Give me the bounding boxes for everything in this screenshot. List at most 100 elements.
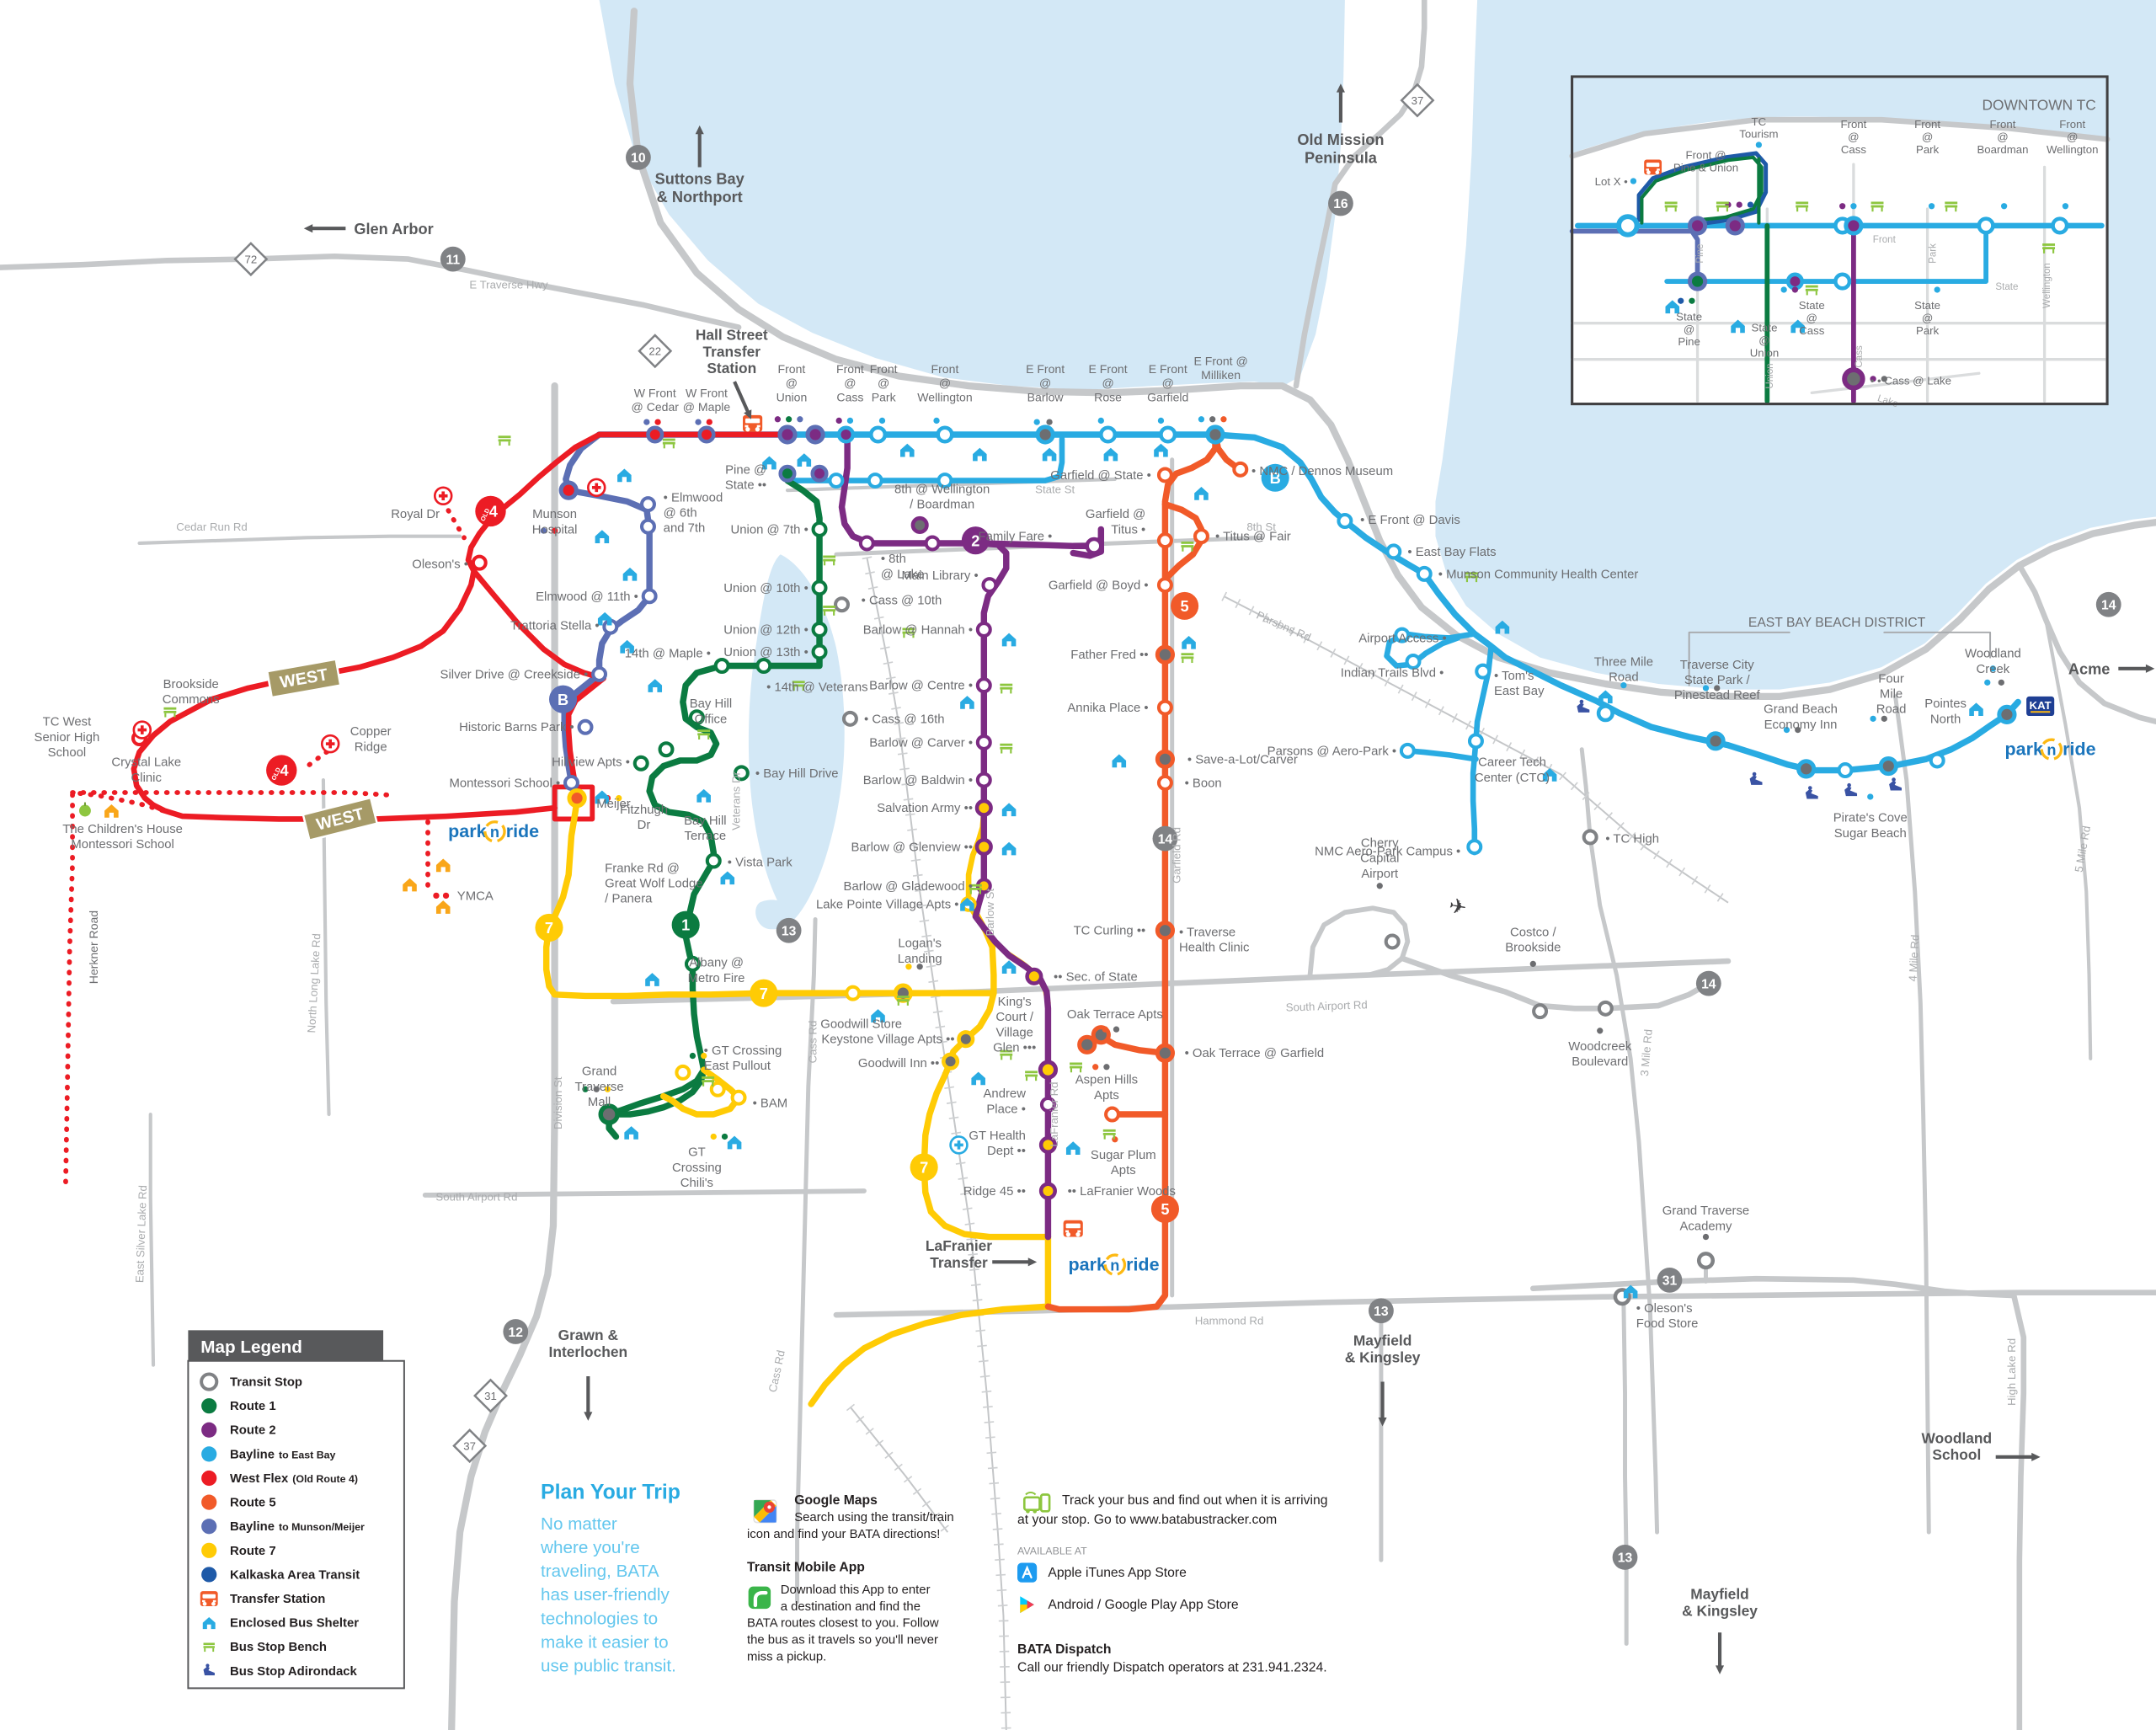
- transit-stop: [1077, 1034, 1097, 1055]
- map-label: Salvation Army ••: [877, 802, 973, 815]
- stop-dot: [1033, 419, 1040, 425]
- stop-dot: [846, 417, 854, 424]
- road: [626, 8, 2156, 701]
- stop-dot: [442, 892, 450, 900]
- transit-stop: [1837, 762, 1854, 779]
- bench-icon: [1025, 1071, 1038, 1081]
- transit-stop: [1705, 731, 1726, 751]
- route-line-yellow: [542, 798, 997, 1000]
- svg-text:park: park: [1068, 1254, 1106, 1274]
- water-body: [1572, 77, 2108, 153]
- transit-stop: [957, 1030, 975, 1049]
- svg-text:✈: ✈: [1447, 894, 1468, 920]
- route-line-navy: [1636, 151, 1769, 227]
- transit-stop: [1394, 627, 1411, 643]
- transit-stop: [1725, 216, 1745, 236]
- map-label: State@Cass: [1799, 299, 1825, 337]
- map-label: E Traverse Hwy: [469, 278, 548, 291]
- house-icon: [960, 897, 974, 911]
- transit-stop: [1833, 272, 1852, 291]
- transit-stop: [777, 424, 798, 445]
- transit-stop: [937, 473, 953, 489]
- google-maps-line2: icon and find your BATA directions!: [747, 1528, 940, 1541]
- svg-text:7: 7: [545, 920, 553, 937]
- stop-dot: [797, 416, 803, 423]
- transit-stop: [811, 521, 828, 537]
- bcross-icon: [949, 1135, 969, 1155]
- legend-item-bench: Bus Stop Bench: [203, 1641, 327, 1654]
- dispatch-title: BATA Dispatch: [1017, 1642, 1111, 1657]
- arrow-head: [584, 1412, 593, 1421]
- stop-dot: [540, 527, 547, 534]
- svg-text:n: n: [1110, 1257, 1119, 1273]
- house-icon: [202, 1616, 216, 1630]
- svg-text:n: n: [2047, 741, 2056, 758]
- stop-dot: [1689, 297, 1695, 304]
- map-label: DOWNTOWN TC: [1982, 97, 2095, 114]
- badge-7: 7: [535, 913, 563, 942]
- pstore-icon: [1020, 1596, 1034, 1614]
- stop-dot: [1630, 178, 1637, 184]
- svg-text:31: 31: [484, 1390, 497, 1402]
- cross-icon: [433, 486, 453, 505]
- map-label: Garfield @ Boyd •: [1049, 579, 1149, 593]
- arrow-head: [1336, 83, 1345, 93]
- house-icon: [1182, 635, 1196, 649]
- transit-stop: [841, 710, 858, 727]
- transit-stop: [1039, 1096, 1056, 1113]
- route-line-orange: [1044, 431, 1219, 1313]
- house-icon: [1623, 1284, 1638, 1299]
- map-label: Cass Rd: [766, 1349, 787, 1394]
- transit-stop: [1687, 271, 1708, 291]
- transit-stop: [924, 535, 941, 552]
- badge-31: 31: [1657, 1267, 1683, 1293]
- map-label: Union @ 10th •: [723, 582, 808, 595]
- transit-stop: [639, 496, 656, 513]
- transit-stop: [1475, 663, 1492, 680]
- stop-dot: [1702, 685, 1710, 691]
- bench-icon: [1000, 743, 1013, 754]
- transit-stop: [1193, 528, 1209, 545]
- road: [137, 534, 462, 546]
- road: [1893, 694, 1931, 1535]
- transit-stop: [684, 955, 701, 972]
- map-label: Front@Union: [776, 362, 808, 403]
- dot-layer: [1630, 141, 2069, 382]
- map-label: East Silver Lake Rd: [133, 1185, 149, 1284]
- map-label: •• Sec. of State: [1054, 970, 1138, 984]
- route-line-green: [1640, 155, 1764, 225]
- stop-dot: [695, 419, 702, 425]
- map-label: Front@Wellington: [917, 362, 972, 403]
- map-label: Indian Trails Blvd •: [1341, 667, 1444, 681]
- transit-stop: [567, 788, 587, 809]
- badge-WEST: WEST: [302, 796, 379, 842]
- map-label: • Munson Community Health Center: [1438, 568, 1639, 581]
- transit-stop: [778, 464, 797, 483]
- road: [148, 1112, 156, 1367]
- plane-icon: ✈: [1447, 894, 1468, 920]
- bench-icon: [1465, 572, 1478, 583]
- stop-dot: [1780, 286, 1787, 293]
- map-label: Glen Arbor: [354, 221, 433, 238]
- map-label: Albany @Metro Fire: [688, 957, 745, 985]
- map-label: Front@Wellington: [2047, 118, 2099, 156]
- map-label: Garfield @Titus •: [1086, 508, 1145, 537]
- svg-text:1: 1: [681, 917, 690, 934]
- map-label: TC Curling ••: [1074, 925, 1146, 938]
- map-label: Front@Cass: [836, 362, 864, 403]
- map-label: Cedar Run Rd: [176, 521, 248, 533]
- dispatch-body: Call our friendly Dispatch operators at …: [1017, 1661, 1327, 1675]
- stop-dot: [1881, 376, 1887, 382]
- house-icon: [1103, 447, 1118, 462]
- map-label: 8th @ Wellington/ Boardman: [894, 483, 990, 511]
- map-label: • 8th@ Lake: [881, 553, 925, 581]
- house-icon: [1154, 443, 1168, 457]
- stop-dot: [785, 416, 792, 423]
